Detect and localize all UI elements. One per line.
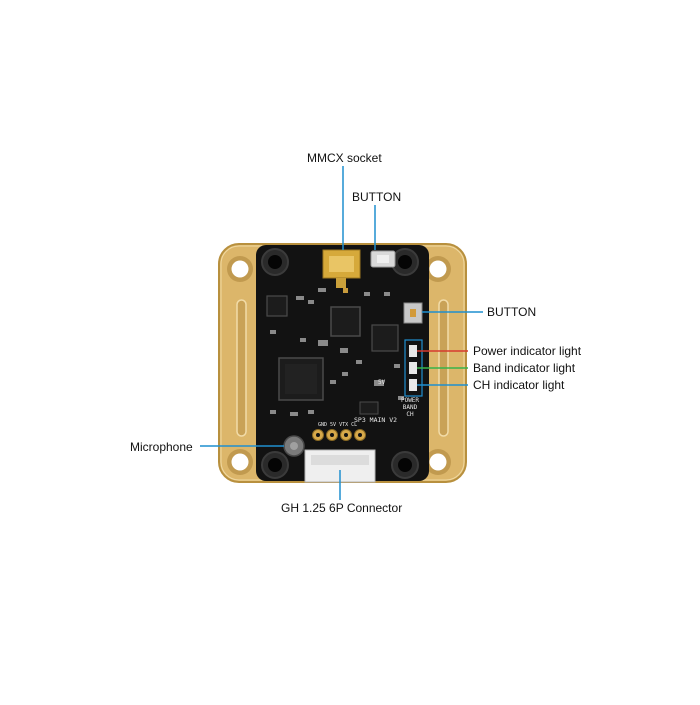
- band-silkscreen: BAND: [403, 404, 418, 411]
- band-indicator-label: Band indicator light: [473, 361, 576, 375]
- rf-chip: [330, 306, 361, 337]
- power-indicator-label: Power indicator light: [473, 344, 582, 358]
- power-silkscreen: POWER: [401, 397, 419, 404]
- ch-indicator-label: CH indicator light: [473, 378, 565, 392]
- voltage-silkscreen: 5V: [378, 379, 386, 386]
- callout-lines: [200, 166, 483, 500]
- board-id-silkscreen: SP3 MAIN V2: [354, 416, 397, 424]
- button-top-label: BUTTON: [352, 190, 402, 204]
- mmcx-socket-label: MMCX socket: [307, 151, 382, 165]
- button-right-label: BUTTON: [487, 305, 537, 319]
- microphone-label: Microphone: [130, 440, 193, 454]
- solder-pads: [312, 429, 366, 441]
- microphone: [283, 435, 305, 457]
- mounting-hole: [261, 248, 419, 479]
- mmcx-socket: [322, 249, 361, 288]
- board-button: [403, 302, 423, 324]
- ch-silkscreen: CH: [406, 411, 414, 418]
- pin-labels-silkscreen: GND 5V VTX CL: [318, 422, 357, 428]
- gh-connector-label: GH 1.25 6P Connector: [281, 501, 403, 515]
- side-button: [370, 250, 396, 268]
- passive-components: [270, 288, 404, 416]
- small-chip: [266, 295, 399, 415]
- pcb-board: SP3 MAIN V2 POWER BAND CH GND 5V VTX CL …: [256, 245, 429, 483]
- main-chip: [278, 357, 324, 401]
